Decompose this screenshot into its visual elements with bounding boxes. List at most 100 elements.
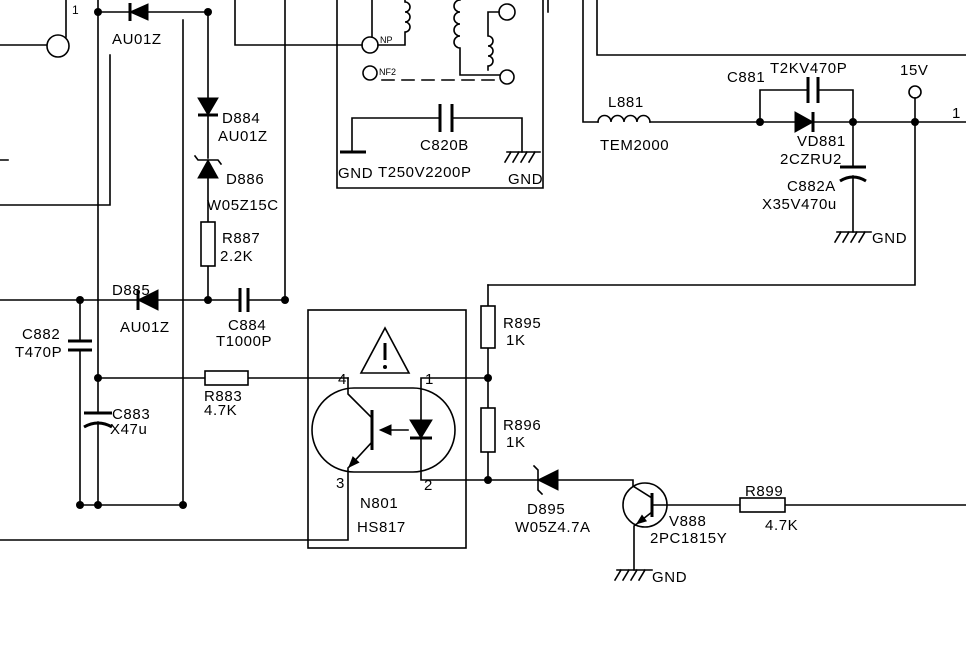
junction-dot [76, 296, 84, 304]
c881-plates [806, 77, 820, 103]
led-leads [420, 377, 489, 481]
junction-dot [204, 8, 212, 16]
c884-value: T1000P [216, 333, 272, 350]
c884-ref: C884 [228, 317, 266, 334]
r899-body [739, 497, 786, 513]
n801-value: HS817 [357, 519, 406, 536]
d895-value: W05Z4.7A [515, 519, 591, 536]
transformer-section [336, 0, 549, 189]
d886-bar [193, 154, 223, 166]
junction-dot [756, 118, 764, 126]
n801-pin-3: 3 [336, 475, 345, 492]
led-symbol [409, 419, 433, 439]
wire-c881 [759, 89, 854, 123]
junction-dot [179, 501, 187, 509]
c882-value: T470P [15, 344, 62, 361]
r896-ref: R896 [503, 417, 541, 434]
wire-c820b [351, 117, 523, 153]
gnd-label-secondary: GND [508, 171, 543, 188]
c882a-ref: C882A [787, 178, 836, 195]
r899-ref: R899 [745, 483, 783, 500]
gnd-label-output: GND [872, 230, 907, 247]
gnd-label-primary: GND [338, 165, 373, 182]
warning-triangle-icon [359, 326, 411, 374]
labels: 1 AU01Z D884 AU01Z D886 W05Z15C R887 2.2… [15, 3, 961, 586]
c883-plate-bottom [83, 421, 113, 429]
optocoupler-n801 [307, 309, 489, 549]
l881-coil [597, 114, 651, 123]
c882a-plate-bottom [839, 175, 867, 183]
wire-output-main [582, 0, 966, 123]
diode-top-value: AU01Z [112, 31, 162, 48]
c882-plates [68, 339, 92, 352]
d895-ref: D895 [527, 501, 565, 518]
gnd-label-transistor: GND [652, 569, 687, 586]
c884-plates [238, 288, 250, 312]
junction-dot [94, 374, 102, 382]
winding-terminal-np [361, 36, 379, 54]
wire-row-480 [487, 479, 654, 500]
c820b-ref: C820B [420, 137, 469, 154]
l881-ref: L881 [608, 94, 644, 111]
junction-dot [484, 476, 492, 484]
n801-pin-4: 4 [338, 371, 347, 388]
v888-ref: V888 [669, 513, 706, 530]
primary-coil [371, 0, 411, 46]
wire-row-540 [0, 467, 349, 541]
r899-value: 4.7K [765, 517, 798, 534]
d886-value: W05Z15C [207, 197, 279, 214]
junction-dots [76, 8, 919, 509]
junction-dot [94, 501, 102, 509]
diode-top-symbol [128, 3, 149, 21]
d884-symbol [197, 97, 219, 116]
ground-symbol-v888 [613, 568, 653, 582]
d895-bar [532, 464, 544, 496]
warning-exclamation-dot [383, 365, 387, 369]
junction-dot [281, 296, 289, 304]
c820b-plates [438, 104, 454, 132]
r883-body [204, 370, 249, 386]
c820b-value: T250V2200P [378, 164, 472, 181]
light-arrow-icon [378, 424, 392, 436]
r896-value: 1K [506, 434, 526, 451]
c882-ref: C882 [22, 326, 60, 343]
emitter-arrow-icon [348, 456, 360, 468]
c883-value: X47u [110, 421, 147, 438]
junction-dot [484, 374, 492, 382]
d886-ref: D886 [226, 171, 264, 188]
n801-pin-2: 2 [424, 477, 433, 494]
vd881-symbol [794, 111, 815, 133]
v888-value: 2PC1815Y [650, 530, 727, 547]
c883-ref: C883 [112, 406, 150, 423]
secondary-coil [453, 0, 501, 76]
optocoupler-frame [307, 309, 467, 549]
vd881-ref: VD881 [797, 133, 846, 150]
c882a-value: X35V470u [762, 196, 837, 213]
l881-value: TEM2000 [600, 137, 669, 154]
wire-feedback-loop [487, 121, 916, 286]
optocoupler-body [311, 387, 456, 473]
output-filter [582, 0, 966, 244]
junction-dot [204, 296, 212, 304]
v15-label: 15V [900, 62, 929, 79]
pin-label-right: 1 [952, 105, 961, 122]
left-network [0, 0, 363, 541]
winding-terminal-s-bottom [499, 69, 515, 85]
junction-dot [911, 118, 919, 126]
r887-value: 2.2K [220, 248, 253, 265]
c881-ref: C881 [727, 69, 765, 86]
junction-dot [849, 118, 857, 126]
d885-ref: D885 [112, 282, 150, 299]
v888-emitter-arrow-icon [635, 514, 648, 525]
n801-ref: N801 [360, 495, 398, 512]
r883-value: 4.7K [204, 402, 237, 419]
d886-symbol [197, 158, 219, 179]
phototransistor-collector [347, 377, 374, 420]
winding-label-np: NP [380, 35, 393, 45]
feedback-network [480, 121, 966, 582]
junction-dot [76, 501, 84, 509]
d884-value: AU01Z [218, 128, 268, 145]
ground-symbol-c882a [833, 230, 872, 244]
r887-ref: R887 [222, 230, 260, 247]
winding-terminal-s-top [498, 3, 516, 21]
